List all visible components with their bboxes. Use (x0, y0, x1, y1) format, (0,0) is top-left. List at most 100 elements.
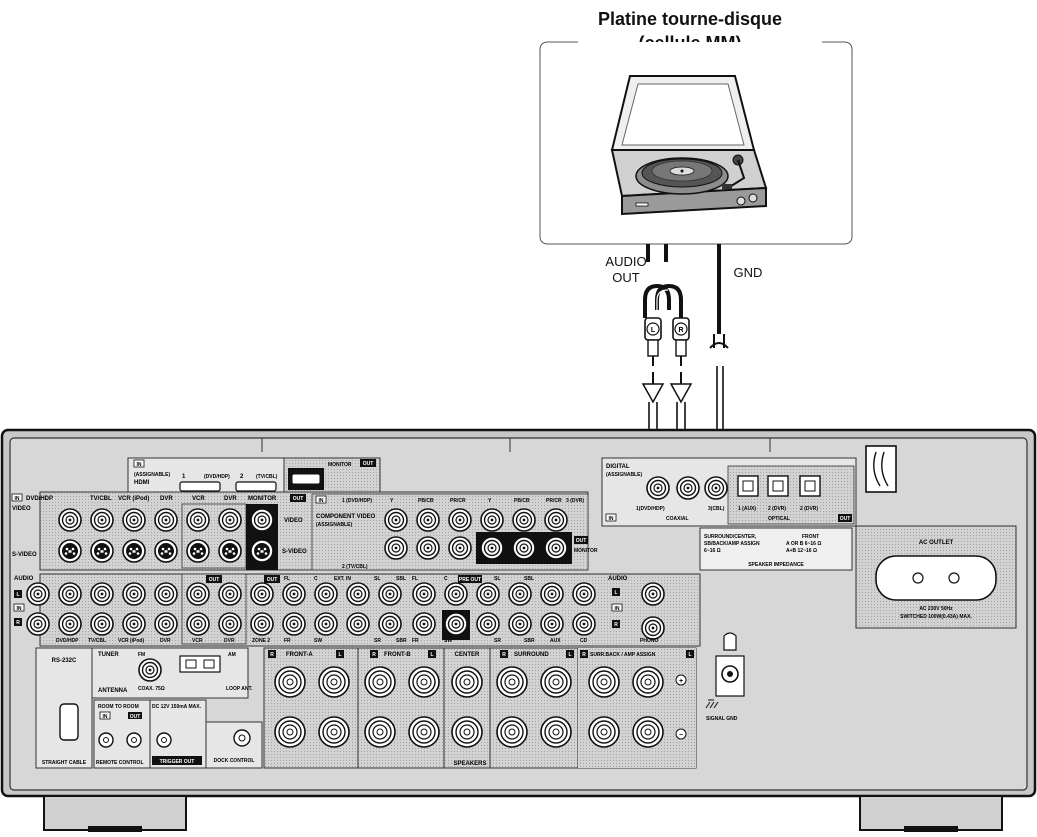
preout-sw: SW (314, 638, 322, 644)
remote-control-label: REMOTE CONTROL (96, 760, 144, 766)
preout2-sbl: SBL (524, 576, 534, 582)
video-monitor-out-label: VIDEO (284, 518, 303, 524)
impedance-front: FRONT (802, 534, 819, 540)
svideo-monitor-out-label: S-VIDEO (282, 549, 307, 555)
hdmi-in1-name: (DVD/HDP) (204, 474, 230, 480)
component-y-label: Y (390, 498, 394, 504)
phono-jack-right (641, 616, 665, 640)
digital-assignable: (ASSIGNABLE) (606, 472, 642, 478)
insert-arrow-left (641, 372, 665, 404)
trigger-spec: DC 12V 150mA MAX. (152, 704, 202, 710)
audio-bottom-zone2: ZONE 2 (252, 638, 270, 644)
speakers-caption: SPEAKERS (453, 761, 486, 767)
phono-r-label: R (614, 622, 618, 628)
hdmi-block: IN (ASSIGNABLE) HDMI 1 (DVD/HDP) 2 (TV/C… (127, 457, 381, 493)
audio-l-label: L (16, 592, 19, 598)
component-in-label: IN (319, 498, 324, 504)
preout-sl: SL (374, 576, 380, 582)
component-y2-label: Y (488, 498, 492, 504)
video-col-dvr2: DVR (224, 496, 237, 502)
phono-in-label: IN (615, 606, 620, 612)
impedance-sur-val: 6~16 Ω (704, 548, 721, 554)
phono-audio-title: AUDIO (608, 576, 628, 582)
audio-bottom-dvr: DVR (160, 638, 171, 644)
speaker-terminals: R FRONT-A L R FRONT-B L CENTER R SURROUN… (268, 648, 696, 768)
component-pb2-label: PB/CB (514, 498, 530, 504)
digital-coax3: 3(CBL) (708, 506, 725, 512)
ac-spec2: SWITCHED 100W(0.43A) MAX. (900, 614, 972, 620)
spk-center: CENTER (455, 652, 480, 658)
audio-bottom-vcr-ipod: VCR (iPod) (118, 638, 144, 644)
spk-surr-back: SURR.BACK / AMP ASSIGN (590, 652, 656, 658)
phono-jack-left (641, 582, 665, 606)
component-title: COMPONENT VIDEO (316, 514, 376, 520)
audio-out-label: OUT (209, 577, 220, 583)
video-in-label: IN (15, 496, 20, 502)
spk-frontb-r: R (372, 652, 376, 658)
plug-right: R (672, 317, 690, 366)
turntable-icon (610, 75, 768, 216)
hdmi-in2-name: (TV/CBL) (256, 474, 278, 480)
hdmi-in2-label: 2 (240, 474, 244, 480)
preout-sbl: SBL (396, 576, 406, 582)
audio-bottom-tv: TV/CBL (88, 638, 106, 644)
digital-opt3: 2 (DVR) (800, 506, 818, 512)
tuner-coax: COAX. 75Ω (138, 686, 165, 692)
insert-arrow-right (669, 372, 693, 404)
video-label: VIDEO (12, 506, 31, 512)
audio-block: AUDIO L IN R OUT OUT DVD/HDP TV/CBL VCR … (13, 573, 665, 645)
preout2-sw: SW (444, 638, 452, 644)
rs232c-label: RS-232C (52, 658, 77, 664)
room-to-room-block: ROOM TO ROOM IN OUT REMOTE CONTROL (93, 699, 151, 769)
component-pr2-label: PR/CR (546, 498, 562, 504)
component-block: IN 1 (DVD/HDP) Y PB/CB PR/CR Y PB/CB PR/… (311, 493, 598, 571)
preout2-sr: SR (494, 638, 501, 644)
spk-fronta-r: R (270, 652, 274, 658)
video-col-vcr-ipod: VCR (iPod) (118, 496, 149, 502)
impedance-caption: SPEAKER IMPEDANCE (748, 562, 804, 568)
component-in2-label: 2 (TV/CBL) (342, 564, 368, 570)
gnd-label: GND (733, 265, 763, 280)
signal-gnd-terminal: SIGNAL GND (705, 632, 745, 722)
impedance-front-a-b: A+B 12~16 Ω (786, 548, 817, 554)
preout2-fl: FL (412, 576, 418, 582)
hdmi-in1-label: 1 (182, 474, 186, 480)
spk-fronta-l: L (338, 652, 341, 658)
dock-control-label: DOCK CONTROL (214, 758, 255, 764)
turntable-title-line1: Platine tourne-disque (597, 9, 783, 29)
zone2-out-label: OUT (267, 577, 278, 583)
tuner-am: AM (228, 652, 236, 658)
hdmi-out-label: OUT (363, 461, 374, 467)
phono-label: PHONO (640, 638, 658, 644)
video-col-dvd: DVD/HDP (26, 496, 53, 502)
spk-surround: SURROUND (514, 652, 549, 658)
spk-surround-r: R (502, 652, 506, 658)
tuner-block: TUNER FM AM ANTENNA COAX. 75Ω LOOP ANT. (91, 647, 253, 699)
digital-optical-label: OPTICAL (768, 516, 790, 522)
phono-l-label: L (614, 590, 617, 596)
preout2-c: C (444, 576, 448, 582)
room-in-label: IN (103, 714, 108, 720)
preout-ext-in: EXT. IN (334, 576, 351, 582)
component-pr-label: PR/CR (450, 498, 466, 504)
spk-frontb-l: L (430, 652, 433, 658)
video-col-vcr: VCR (192, 496, 205, 502)
video-block: IN VIDEO S-VIDEO DVD/HDP TV/CBL VCR (iPo… (11, 493, 307, 570)
preout-sbr: SBR (396, 638, 407, 644)
straight-cable-label: STRAIGHT CABLE (42, 760, 87, 766)
tuner-title: TUNER (98, 652, 119, 658)
spk-surround-l: L (568, 652, 571, 658)
video-col-dvr: DVR (160, 496, 173, 502)
preout2-sl: SL (494, 576, 500, 582)
component-monitor-label: MONITOR (574, 548, 598, 554)
trigger-block: DC 12V 150mA MAX. TRIGGER OUT (149, 699, 207, 769)
room-out-label: OUT (130, 714, 141, 720)
room-title: ROOM TO ROOM (98, 704, 139, 710)
impedance-front-ab: A OR B 6~16 Ω (786, 541, 821, 547)
digital-in-label: IN (609, 516, 614, 522)
component-in1-label: 1 (DVD/HDP) (342, 498, 372, 504)
audio-bottom-dvd: DVD/HDP (56, 638, 79, 644)
ac-outlet-title: AC OUTLET (919, 540, 954, 546)
audio-in-label: IN (17, 606, 22, 612)
digital-opt1: 1 (AUX) (738, 506, 756, 512)
